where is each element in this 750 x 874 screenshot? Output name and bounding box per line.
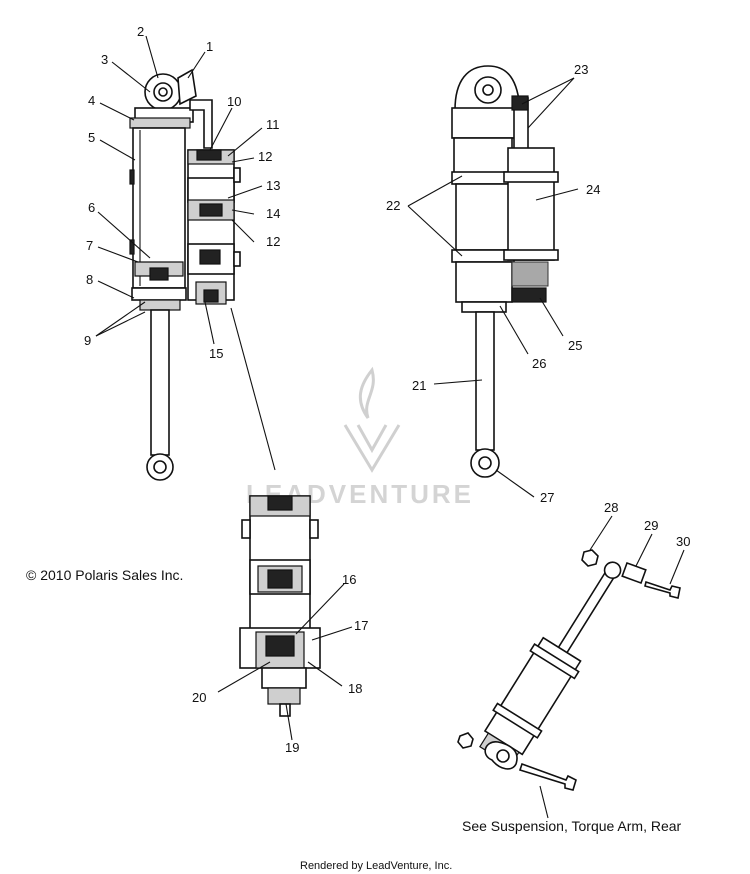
callout-17: 17 [354,618,368,633]
reference-note: See Suspension, Torque Arm, Rear [462,818,682,834]
callout-22: 22 [386,198,400,213]
callout-3: 3 [101,52,108,67]
callout-15: 15 [209,346,223,361]
shock-cutaway-left [129,68,241,481]
callout-23: 23 [574,62,588,77]
footer-text: Rendered by LeadVenture, Inc. [300,860,452,872]
callout-6: 6 [88,200,95,215]
callout-20: 20 [192,690,206,705]
callout-30: 30 [676,534,690,549]
callout-28: 28 [604,500,618,515]
copyright-text: © 2010 Polaris Sales Inc. [26,567,183,583]
callout-11: 11 [266,117,280,132]
callout-25: 25 [568,338,582,353]
callout-9: 9 [84,333,91,348]
callout-19: 19 [285,740,299,755]
callout-10: 10 [227,94,241,109]
shock-assembly-view [457,549,681,791]
callout-8: 8 [86,272,93,287]
callout-13: 13 [266,178,280,193]
shock-exterior-right [451,65,559,478]
callout-4: 4 [88,93,95,108]
callout-labels: 1 2 3 4 5 6 7 8 9 10 11 12 13 14 12 15 1… [84,24,690,755]
callout-16: 16 [342,572,356,587]
reservoir-detail [239,495,321,717]
callout-26: 26 [532,356,546,371]
callout-29: 29 [644,518,658,533]
callout-7: 7 [86,238,93,253]
callout-21: 21 [412,378,426,393]
callout-2: 2 [137,24,144,39]
callout-27: 27 [540,490,554,505]
callout-1: 1 [206,39,213,54]
callout-12c: 12 [266,234,280,249]
callout-5: 5 [88,130,95,145]
callout-18: 18 [348,681,362,696]
callout-24: 24 [586,182,600,197]
watermark-logo [343,366,401,473]
callout-14: 14 [266,206,280,221]
leader-lines [95,35,685,819]
callout-12a: 12 [258,149,272,164]
